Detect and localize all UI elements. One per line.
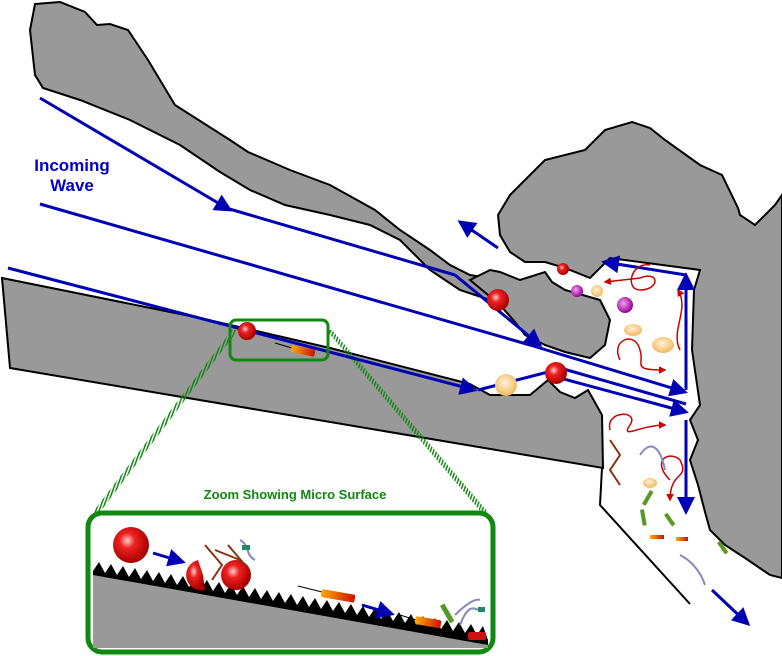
zoom-caption: Zoom Showing Micro Surface [203, 487, 387, 502]
incoming-wave-label-line1: Incoming [34, 156, 110, 175]
zoom-connector-left [93, 330, 238, 512]
zoom-target-frame [228, 318, 330, 362]
outflow-channel-wall [598, 467, 691, 605]
upper-rock [28, 0, 522, 307]
incoming-wave-label: Incoming Wave [24, 156, 120, 196]
micro-surface-zoom-inset [85, 510, 496, 655]
surface-particle [238, 322, 256, 340]
incoming-wave-label-line2: Wave [50, 176, 94, 195]
pool-particles [487, 263, 729, 586]
lower-rock-slab [0, 276, 605, 470]
turbulence-arrows [603, 264, 685, 502]
zoom-connector-right [326, 330, 488, 512]
right-rock-outcrop [496, 120, 782, 580]
